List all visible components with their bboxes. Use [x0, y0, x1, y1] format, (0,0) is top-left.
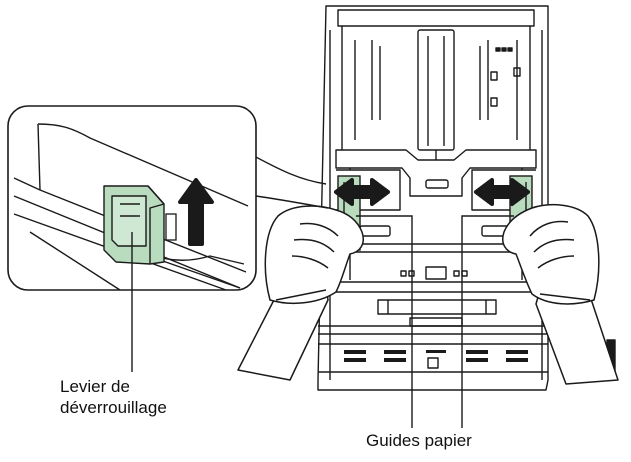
tray-front-slots [344, 350, 528, 362]
release-lever-label-line1: Levier de [60, 377, 130, 396]
release-lever [103, 185, 165, 265]
tray-center-plate [335, 149, 537, 197]
rear-length-guide [417, 29, 455, 151]
paper-guides-label: Guides papier [366, 431, 472, 450]
arrow-up-icon [178, 178, 214, 246]
right-hand [502, 203, 619, 385]
leader-lines [131, 215, 514, 428]
double-arrow-horizontal-icon [334, 178, 390, 206]
right-guide-leader [461, 215, 514, 428]
magnified-inset [7, 105, 329, 291]
tray-rear-rim [337, 9, 535, 27]
left-guide-leader [356, 215, 413, 428]
double-arrow-horizontal-icon [474, 178, 530, 206]
release-lever-label: Levier de déverrouillage [60, 376, 167, 418]
release-lever-label-line2: déverrouillage [60, 398, 167, 417]
left-hand [237, 205, 364, 381]
